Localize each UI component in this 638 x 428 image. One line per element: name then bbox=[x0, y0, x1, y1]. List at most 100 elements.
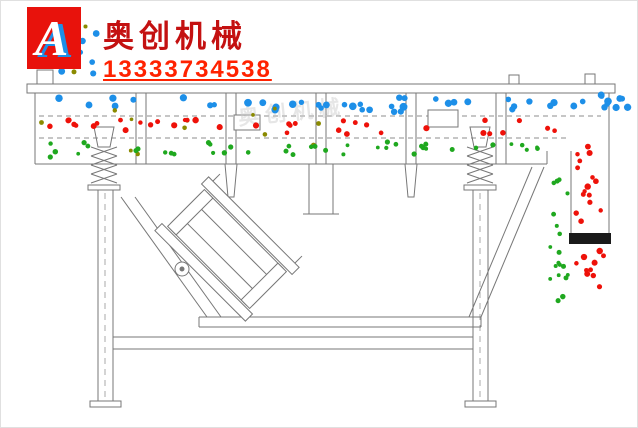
green-low-deck-dot bbox=[419, 143, 424, 149]
red-channel-dot bbox=[587, 199, 593, 205]
blue-top-deck-dot bbox=[318, 105, 324, 111]
red-channel-dot bbox=[577, 158, 583, 164]
top-bracket-right bbox=[584, 73, 596, 85]
green-fall-dot bbox=[563, 275, 569, 281]
red-outflow-dot bbox=[580, 253, 588, 261]
blue-top-deck-dot bbox=[505, 96, 512, 103]
top-rail bbox=[26, 83, 616, 94]
olive-logo-dot bbox=[71, 69, 77, 75]
red-channel-dot bbox=[575, 165, 581, 171]
red-mid-deck-dot bbox=[344, 131, 350, 137]
red-mid-deck-dot bbox=[147, 122, 154, 128]
red-mid-deck-dot bbox=[500, 130, 506, 136]
red-channel-dot bbox=[598, 208, 603, 213]
blue-top-deck-dot bbox=[348, 102, 357, 111]
red-mid-deck-dot bbox=[352, 120, 358, 126]
red-mid-deck-dot bbox=[216, 124, 223, 131]
blue-top-deck-dot bbox=[211, 102, 217, 108]
green-low-deck-dot bbox=[393, 141, 399, 147]
feed-inlet-stub bbox=[36, 69, 54, 85]
blue-top-deck-dot bbox=[322, 101, 330, 109]
discharge-gate bbox=[569, 233, 611, 244]
green-low-deck-dot bbox=[473, 145, 479, 151]
red-outflow-dot bbox=[590, 272, 597, 279]
blue-top-deck-dot bbox=[298, 99, 305, 106]
red-channel-dot bbox=[584, 143, 591, 150]
screen-box bbox=[26, 69, 616, 244]
blue-logo-dot bbox=[90, 70, 97, 77]
green-fall-dot bbox=[557, 231, 562, 237]
blue-top-deck-dot bbox=[130, 96, 137, 103]
red-mid-deck-dot bbox=[545, 125, 551, 131]
red-mid-deck-dot bbox=[155, 119, 161, 125]
green-low-deck-dot bbox=[211, 150, 216, 155]
blue-top-deck-dot bbox=[357, 101, 364, 108]
green-low-deck-dot bbox=[535, 146, 540, 151]
green-low-deck-dot bbox=[424, 146, 429, 151]
red-channel-dot bbox=[586, 149, 593, 157]
green-low-deck-dot bbox=[290, 152, 296, 158]
blue-top-deck-dot bbox=[55, 94, 63, 102]
green-fall-dot bbox=[548, 276, 553, 281]
blue-top-deck-dot bbox=[444, 99, 453, 107]
green-low-deck-dot bbox=[524, 147, 529, 152]
red-mid-deck-dot bbox=[552, 128, 557, 134]
support-frame bbox=[89, 166, 545, 408]
top-bracket-small bbox=[508, 74, 520, 85]
green-fall-dot bbox=[555, 298, 561, 304]
green-low-deck-dot bbox=[48, 141, 53, 146]
blue-top-deck-dot bbox=[450, 98, 458, 106]
green-fall-dot bbox=[548, 245, 553, 249]
logo-letter: A bbox=[32, 10, 68, 66]
red-channel-dot bbox=[575, 151, 580, 157]
red-channel-dot bbox=[584, 183, 591, 190]
green-low-deck-dot bbox=[133, 148, 139, 154]
green-low-deck-dot bbox=[308, 144, 314, 150]
red-channel-dot bbox=[582, 189, 587, 194]
green-low-deck-dot bbox=[384, 139, 390, 145]
green-fall-dot bbox=[557, 262, 562, 267]
blue-top-deck-dot bbox=[510, 103, 518, 110]
olive-box-dot bbox=[316, 121, 321, 126]
green-low-deck-dot bbox=[341, 152, 346, 157]
red-mid-deck-dot bbox=[118, 117, 123, 123]
blue-top-deck-dot bbox=[366, 106, 373, 114]
blue-top-deck-dot bbox=[341, 101, 348, 108]
olive-logo-dot bbox=[83, 24, 88, 29]
green-low-deck-dot bbox=[81, 139, 87, 146]
company-name: 奥创机械 bbox=[103, 19, 247, 54]
red-channel-dot bbox=[578, 218, 584, 224]
red-mid-deck-dot bbox=[287, 122, 293, 128]
blue-logo-dot bbox=[92, 30, 100, 37]
green-low-deck-dot bbox=[221, 150, 228, 156]
green-fall-dot bbox=[557, 177, 562, 182]
red-mid-deck-dot bbox=[378, 130, 384, 136]
green-fall-dot bbox=[556, 273, 561, 278]
olive-box-dot bbox=[182, 125, 187, 131]
blue-exit-dot bbox=[616, 95, 624, 102]
green-fall-dot bbox=[556, 249, 562, 255]
blue-top-deck-dot bbox=[179, 94, 188, 102]
olive-box-dot bbox=[251, 113, 255, 117]
blue-top-deck-dot bbox=[207, 102, 214, 109]
blue-top-deck-dot bbox=[396, 94, 403, 101]
green-low-deck-dot bbox=[345, 143, 350, 148]
green-low-deck-dot bbox=[207, 142, 213, 147]
blue-top-deck-dot bbox=[85, 101, 93, 109]
blue-exit-dot bbox=[601, 104, 608, 111]
blue-top-deck-dot bbox=[401, 95, 408, 102]
red-mid-deck-dot bbox=[423, 125, 430, 132]
blue-top-deck-dot bbox=[526, 98, 533, 105]
green-low-deck-dot bbox=[384, 145, 389, 151]
red-mid-deck-dot bbox=[47, 123, 53, 130]
green-low-deck-dot bbox=[490, 142, 496, 148]
logo-letter-shadow: A bbox=[37, 12, 73, 68]
red-mid-deck-dot bbox=[516, 118, 522, 124]
blue-exit-dot bbox=[612, 103, 620, 112]
olive-box-dot bbox=[262, 132, 268, 137]
green-low-deck-dot bbox=[283, 148, 289, 154]
red-mid-deck-dot bbox=[71, 121, 77, 127]
blue-top-deck-dot bbox=[464, 98, 472, 106]
blue-top-deck-dot bbox=[550, 98, 558, 107]
green-low-deck-dot bbox=[509, 142, 514, 147]
